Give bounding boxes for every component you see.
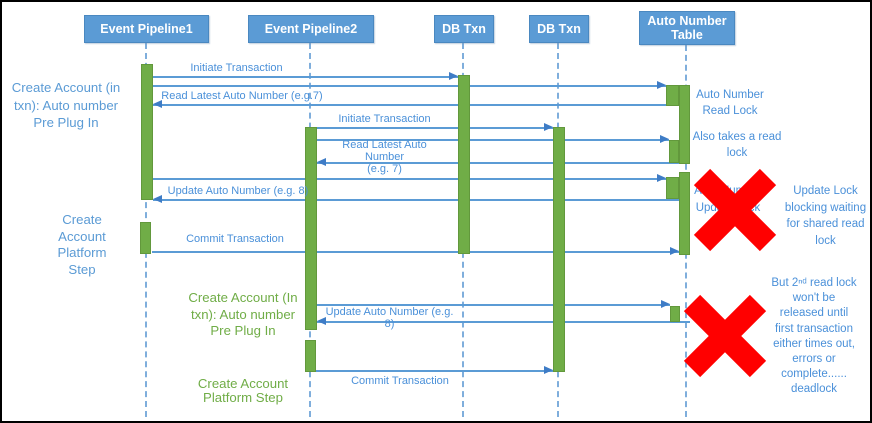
step-create-account-pre-plugin-2: Create Account (In txn): Auto number Pre…	[188, 290, 298, 339]
activation-antable-update2	[670, 306, 680, 322]
annotation-auto-number-read-lock: Auto Number Read Lock	[696, 89, 764, 117]
message-line-read-request2	[317, 139, 669, 141]
activation-ep1-main	[141, 64, 153, 200]
message-line-commit-txn2	[315, 370, 553, 372]
activation-ep2-main	[305, 127, 317, 330]
arrowhead-icon	[661, 300, 670, 308]
activation-antable-updatelock	[666, 177, 679, 199]
label-commit-transaction-2: Commit Transaction	[351, 375, 449, 387]
message-line-update-return2	[317, 321, 690, 323]
annotation-update-lock-blocking: Update Lock blocking waiting for shared …	[784, 185, 867, 247]
label-initiate-transaction-1: Initiate Transaction	[190, 62, 283, 74]
message-line-read-return1	[153, 104, 690, 106]
message-line-read-request1	[153, 85, 666, 87]
message-line-initiate-txn1	[153, 76, 458, 78]
message-line-update-return1	[153, 199, 690, 201]
activation-ep2-commit	[305, 340, 316, 372]
error-x-glyph	[693, 168, 777, 252]
activation-antable-main1	[679, 85, 690, 164]
error-x-glyph	[683, 294, 767, 378]
annotation-also-takes-read-lock: Also takes a read lock	[692, 131, 782, 159]
step-create-account-pre-plugin-1: Create Account (in txn): Auto number Pre…	[11, 80, 121, 130]
participant-db-txn2: DB Txn	[529, 15, 589, 43]
arrowhead-icon	[544, 366, 553, 374]
participant-event-pipeline2: Event Pipeline2	[248, 15, 374, 43]
participant-auto-number-table: Auto Number Table	[639, 11, 735, 45]
step-create-account-platform-2: Create Account Platform Step	[197, 376, 289, 405]
label-initiate-transaction-2: Initiate Transaction	[338, 113, 431, 125]
step-create-account-platform-1: Create Account Platform Step	[57, 212, 107, 278]
activation-ep1-commit	[140, 222, 151, 254]
participant-db-txn1: DB Txn	[434, 15, 494, 43]
error-x-icon	[683, 294, 767, 378]
message-line-update-request1	[153, 178, 666, 180]
label-read-latest-auto-number-1: Read Latest Auto Number (e.g.7)	[161, 90, 323, 102]
error-x-icon	[693, 168, 777, 252]
message-line-initiate-txn2	[317, 127, 553, 129]
label-update-auto-number-2: Update Auto Number (e.g. 8)	[325, 306, 454, 330]
arrowhead-icon	[544, 123, 553, 131]
arrowhead-icon	[153, 100, 162, 108]
arrowhead-icon	[670, 247, 679, 255]
arrowhead-icon	[317, 317, 326, 325]
arrowhead-icon	[153, 195, 162, 203]
participant-event-pipeline1: Event Pipeline1	[84, 15, 209, 43]
annotation-deadlock-explanation: But 2ⁿᵈ read lock won't be released unti…	[771, 277, 857, 396]
message-line-update-request2	[315, 304, 670, 306]
label-commit-transaction-1: Commit Transaction	[186, 233, 284, 245]
activation-db-txn2	[553, 127, 565, 372]
label-update-auto-number-1: Update Auto Number (e.g. 8)	[167, 185, 309, 197]
activation-antable-readlock2	[669, 140, 679, 163]
label-read-latest-auto-number-2: Read Latest Auto Number (e.g. 7)	[342, 139, 427, 175]
message-line-read-return2	[317, 162, 690, 164]
message-line-commit-txn1	[152, 251, 679, 253]
activation-antable-main2	[679, 172, 690, 255]
arrowhead-icon	[657, 174, 666, 182]
arrowhead-icon	[660, 135, 669, 143]
activation-db-txn1	[458, 75, 470, 254]
arrowhead-icon	[449, 72, 458, 80]
arrowhead-icon	[657, 81, 666, 89]
arrowhead-icon	[317, 158, 326, 166]
activation-antable-readlock1	[666, 85, 679, 106]
